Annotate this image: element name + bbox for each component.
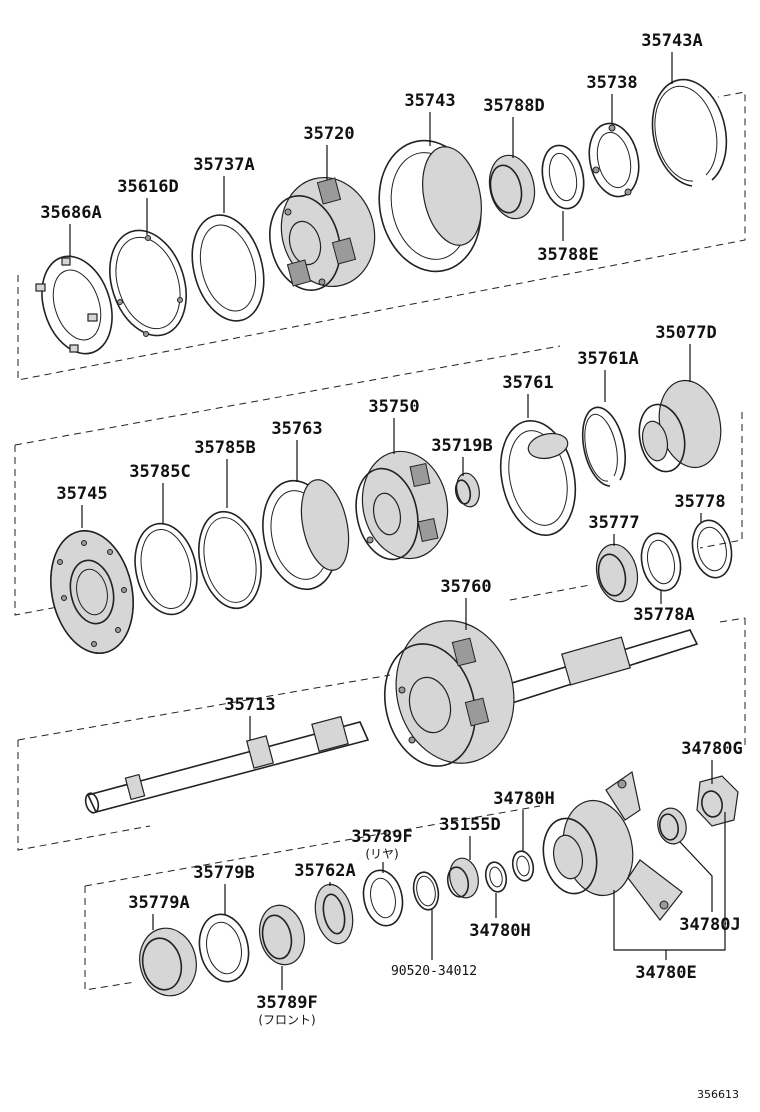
label-90520-34012: 90520-34012 (391, 964, 477, 979)
label-35779A: 35779A (128, 893, 189, 913)
label-35737A: 35737A (193, 155, 254, 175)
bearing-35762A (314, 883, 354, 945)
gear-35077D (638, 379, 722, 473)
bearing-35788E (541, 144, 585, 210)
bearing-race-35788D (488, 154, 536, 220)
bearing-35719B (454, 472, 480, 508)
group-boundary-bottom (84, 805, 541, 991)
bearing-race-35789F-rear (362, 869, 404, 927)
label-35761A: 35761A (577, 349, 638, 369)
snap-ring-90520-34012 (412, 871, 440, 911)
label-35785B: 35785B (194, 438, 255, 458)
ring-gear-35743 (378, 139, 482, 273)
label-35686A: 35686A (40, 203, 101, 223)
label-35778: 35778 (674, 492, 725, 512)
ring-34780H-lower (484, 861, 508, 893)
label-35750: 35750 (368, 397, 419, 417)
brake-drum-35745 (50, 529, 134, 655)
label-35788D: 35788D (483, 96, 544, 116)
output-shaft-35760 (383, 620, 699, 767)
label-35720: 35720 (303, 124, 354, 144)
nut-34780G (696, 775, 739, 827)
part-labels: 35743A 35738 35743 35788D 35720 35737A 3… (40, 31, 742, 1101)
group-boundary-top (17, 91, 746, 381)
label-35779B: 35779B (193, 863, 254, 883)
label-35778A: 35778A (633, 605, 694, 625)
figure-reference-number: 356613 (697, 1088, 739, 1101)
snap-ring-35761A (581, 406, 626, 487)
label-35788E: 35788E (537, 245, 598, 265)
clutch-plate-35616D (109, 229, 187, 337)
label-35745: 35745 (56, 484, 107, 504)
ring-gear-35761 (499, 419, 577, 537)
label-34780H-lower: 34780H (469, 921, 530, 941)
bearing-race-35777 (595, 543, 639, 603)
thrust-washer-35686A (35, 255, 113, 355)
label-35743: 35743 (404, 91, 455, 111)
planetary-carrier-35750 (355, 450, 449, 561)
clutch-plate-35785C (134, 522, 198, 616)
label-35789F-front: 35789F (256, 993, 317, 1013)
bearing-35779B (198, 913, 250, 983)
label-35763: 35763 (271, 419, 322, 439)
leader-lines (69, 52, 726, 990)
label-35762A: 35762A (294, 861, 355, 881)
note-front: (フロント) (258, 1013, 315, 1027)
group-boundary-middle (14, 345, 743, 616)
planetary-carrier-35720 (269, 176, 376, 291)
label-35077D: 35077D (655, 323, 716, 343)
snap-ring-35743A (651, 78, 728, 187)
ring-gear-35763 (262, 479, 350, 591)
note-rear: (リヤ) (365, 847, 398, 861)
label-35616D: 35616D (117, 177, 178, 197)
label-35777: 35777 (588, 513, 639, 533)
label-35738: 35738 (586, 73, 637, 93)
bearing-35778A (640, 532, 682, 592)
label-35719B: 35719B (431, 436, 492, 456)
bearing-race-35789F-front (258, 904, 306, 966)
label-35743A: 35743A (641, 31, 702, 51)
label-34780H-upper: 34780H (493, 789, 554, 809)
label-35785C: 35785C (129, 462, 190, 482)
label-34780G: 34780G (681, 739, 742, 759)
clutch-plate-35737A (191, 214, 265, 322)
washer-34780J (657, 807, 687, 845)
label-35760: 35760 (440, 577, 491, 597)
sleeve-35155D (446, 857, 479, 899)
label-35155D: 35155D (439, 815, 500, 835)
label-35789F-rear: 35789F (351, 827, 412, 847)
thrust-washer-35738 (588, 122, 640, 198)
intermediate-shaft-35713 (84, 715, 370, 814)
flange-34780E (542, 770, 683, 921)
clutch-plate-35785B (198, 510, 262, 610)
bearing-race-35779A (139, 927, 197, 997)
bearing-race-35778 (691, 519, 733, 579)
label-34780J: 34780J (679, 915, 740, 935)
label-35761: 35761 (502, 373, 553, 393)
group-boundary-shaft (17, 617, 746, 851)
label-35713: 35713 (224, 695, 275, 715)
label-34780E: 34780E (635, 963, 696, 983)
ring-34780H-upper (511, 850, 535, 882)
